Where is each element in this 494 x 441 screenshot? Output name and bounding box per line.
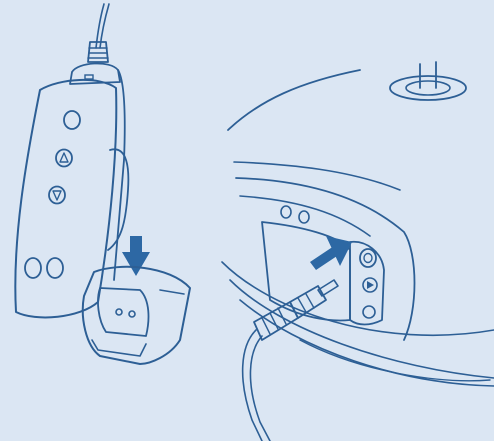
up-triangle-icon (55, 148, 73, 168)
indicator-led (84, 74, 94, 80)
cable-plug-icon (241, 279, 339, 441)
play-indicator-icon (362, 277, 378, 293)
cradle-contact-left (115, 308, 123, 316)
remote-button-left (24, 257, 42, 279)
down-triangle-icon (48, 185, 66, 205)
power-indicator (362, 305, 376, 319)
socket-icon (359, 248, 377, 268)
arrow-down-icon (122, 236, 150, 276)
remote-button-right (46, 257, 64, 279)
cradle-contact-right (128, 310, 136, 318)
top-knob-icon (389, 61, 467, 101)
panel-hole-1 (280, 205, 292, 219)
remote-button-top (63, 110, 81, 130)
arrow-up-right-icon (310, 236, 352, 270)
pendant-cradle-icon (81, 265, 191, 365)
unit-housing (221, 61, 494, 387)
panel-hole-2 (298, 210, 310, 224)
